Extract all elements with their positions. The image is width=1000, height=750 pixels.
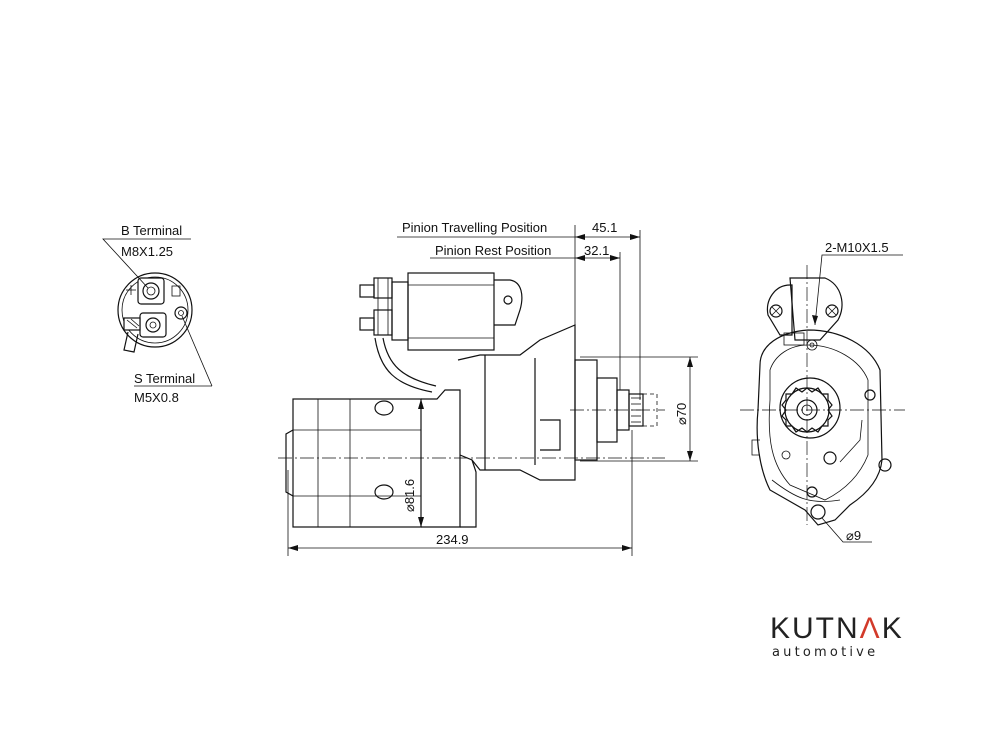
terminal-end-view: B Terminal M8X1.25 S Terminal M5X0.8 [102, 223, 213, 405]
logo-tagline: automotive [772, 645, 879, 660]
length-dimension: 234.9 [436, 532, 469, 547]
s-terminal-thread: M5X0.8 [134, 390, 179, 405]
pinion-travelling-label: Pinion Travelling Position [402, 220, 547, 235]
kutnak-logo: KUTNΛK automotive [770, 614, 910, 661]
logo-brand-accent: Λ [859, 612, 882, 645]
b-terminal-thread: M8X1.25 [121, 244, 173, 259]
logo-brand-suffix: K [881, 612, 904, 645]
logo-brand-prefix: KUTN [770, 612, 860, 645]
pinion-rest-dimension: 32.1 [584, 243, 609, 258]
mount-thread-label: 2-M10X1.5 [825, 240, 889, 255]
s-terminal-label: S Terminal [134, 371, 195, 386]
pinion-travelling-dimension: 45.1 [592, 220, 617, 235]
pinion-rest-label: Pinion Rest Position [435, 243, 551, 258]
starter-front-view: 2-M10X1.5 ⌀9 [740, 240, 905, 543]
b-terminal-label: B Terminal [121, 223, 182, 238]
hole-diameter-label: ⌀9 [846, 528, 861, 543]
starter-side-view: 234.9 ⌀81.6 ⌀70 Pinion Travelling Positi… [278, 220, 698, 556]
body-diameter-dimension: ⌀81.6 [402, 479, 417, 512]
nose-diameter-dimension: ⌀70 [674, 403, 689, 425]
logo-wordmark: KUTNΛK [770, 614, 910, 644]
